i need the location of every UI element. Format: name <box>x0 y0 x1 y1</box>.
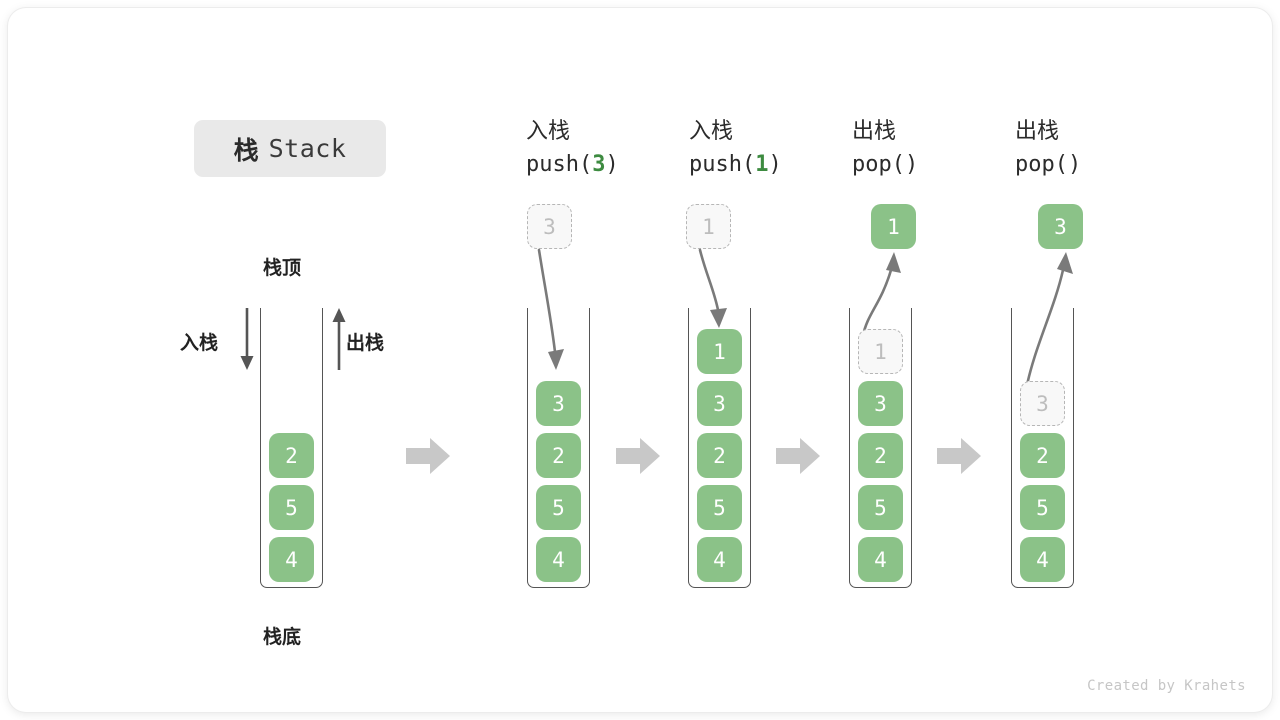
stack-container <box>1011 308 1074 588</box>
stack-cell: 4 <box>1020 537 1065 582</box>
label-push-direction: 入栈 <box>180 333 219 354</box>
column-header-push-1: 入栈 push(1) <box>689 114 782 182</box>
stack-cell: 5 <box>269 485 314 530</box>
stack-cell: 2 <box>1020 433 1065 478</box>
footer-credit: Created by Krahets <box>1087 678 1246 694</box>
stack-cell: 5 <box>697 485 742 530</box>
code-suffix: ) <box>605 152 619 177</box>
stack-cell: 2 <box>858 433 903 478</box>
stack-cell: 3 <box>536 381 581 426</box>
incoming-value-ghost: 1 <box>686 204 731 249</box>
step-arrow-icon <box>776 438 820 474</box>
stack-cell: 4 <box>697 537 742 582</box>
code-prefix: pop( <box>852 152 905 177</box>
stack-cell: 3 <box>697 381 742 426</box>
code-prefix: pop( <box>1015 152 1068 177</box>
column-header-code: pop() <box>852 148 918 182</box>
page-title: 栈 Stack <box>194 120 386 177</box>
column-header-pop-3: 出栈 pop() <box>1015 114 1081 182</box>
column-header-cn: 出栈 <box>852 118 897 143</box>
stack-cell: 4 <box>269 537 314 582</box>
title-cn: 栈 <box>233 136 259 165</box>
code-prefix: push( <box>526 152 593 177</box>
label-stack-top: 栈顶 <box>263 258 302 279</box>
code-prefix: push( <box>689 152 756 177</box>
column-header-code: push(1) <box>689 148 782 182</box>
stack-cell: 3 <box>858 381 903 426</box>
column-header-code: push(3) <box>526 148 619 182</box>
code-arg: 3 <box>592 152 606 177</box>
removed-value-ghost: 1 <box>858 329 903 374</box>
step-arrow-icon <box>937 438 981 474</box>
column-header-cn: 出栈 <box>1015 118 1060 143</box>
stack-cell: 2 <box>697 433 742 478</box>
label-pop-direction: 出栈 <box>346 333 385 354</box>
stack-cell: 5 <box>1020 485 1065 530</box>
stack-cell: 5 <box>536 485 581 530</box>
code-suffix: ) <box>1067 152 1082 177</box>
label-stack-bottom: 栈底 <box>263 627 302 648</box>
stack-cell: 2 <box>536 433 581 478</box>
code-arg: 1 <box>755 152 769 177</box>
removed-value-ghost: 3 <box>1020 381 1065 426</box>
stack-container <box>527 308 590 588</box>
stack-cell: 4 <box>858 537 903 582</box>
stack-container <box>260 308 323 588</box>
stack-cell: 5 <box>858 485 903 530</box>
popped-value: 1 <box>871 204 916 249</box>
stack-cell: 4 <box>536 537 581 582</box>
column-header-code: pop() <box>1015 148 1081 182</box>
stack-container <box>688 308 751 588</box>
pop-direction-arrow-icon <box>332 308 346 370</box>
column-header-pop-1: 出栈 pop() <box>852 114 918 182</box>
diagram-canvas: 栈 Stack 栈顶 栈底 入栈 出栈 2 5 4 入栈 push(3) 3 <box>8 8 1272 712</box>
code-suffix: ) <box>904 152 919 177</box>
column-header-cn: 入栈 <box>526 118 571 143</box>
push-direction-arrow-icon <box>240 308 254 370</box>
stack-container <box>849 308 912 588</box>
incoming-value-ghost: 3 <box>527 204 572 249</box>
stack-cell: 2 <box>269 433 314 478</box>
step-arrow-icon <box>616 438 660 474</box>
code-suffix: ) <box>768 152 782 177</box>
popped-value: 3 <box>1038 204 1083 249</box>
column-header-cn: 入栈 <box>689 118 734 143</box>
step-arrow-icon <box>406 438 450 474</box>
stack-cell: 1 <box>697 329 742 374</box>
column-header-push-3: 入栈 push(3) <box>526 114 619 182</box>
title-en: Stack <box>268 134 347 163</box>
